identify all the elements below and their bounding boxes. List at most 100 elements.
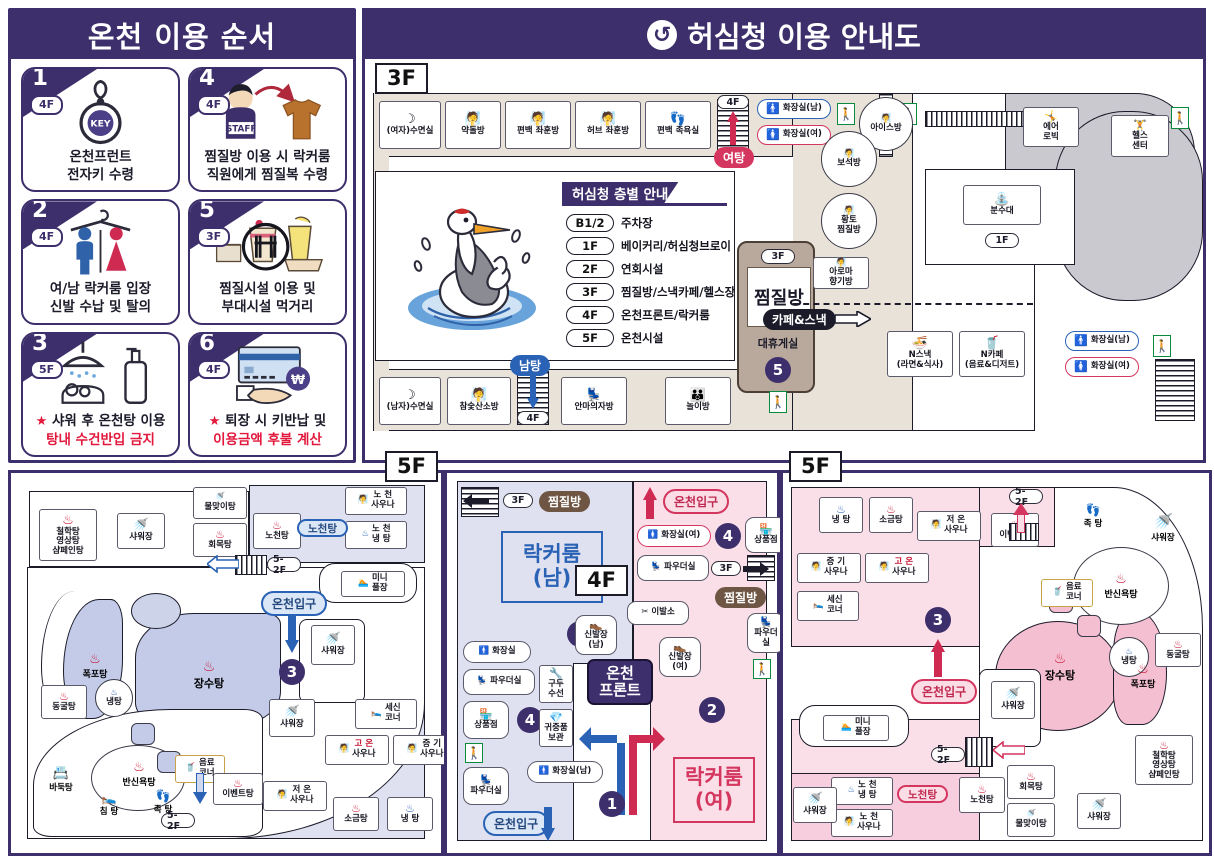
room-tile-herb-jwahun[interactable]: 🧖 허브 좌훈방 xyxy=(575,101,641,149)
room-high-temp-sauna-left[interactable]: 🧖 고 온 사우나 xyxy=(325,735,389,765)
4f-shoe-repair[interactable]: 🔧 구두 수선 xyxy=(539,665,573,703)
step-card-4[interactable]: 4 4F STAFF 찜질방 xyxy=(188,67,347,193)
bath-jangsu-right[interactable]: ♨ 장수탕 xyxy=(1031,651,1089,683)
toilet-male-top[interactable]: 🚹 화장실(남) xyxy=(757,99,831,119)
room-tile-sleep-male[interactable]: ☽ (남자)수면실 xyxy=(379,377,441,425)
4f-powder-female-a[interactable]: 💺 파우더실 xyxy=(637,555,709,581)
floor-plan-right-5f: 5F ♨ 냉 탕 ♨ 소금탕 🧖 저 온 사우나 🧖 증 기 사우나 🧖 xyxy=(780,451,1212,856)
room-low-temp-sauna-left[interactable]: 🧖 저 온 사우나 xyxy=(263,781,327,811)
toilet-female-top[interactable]: 🚺 화장실(여) xyxy=(757,125,831,145)
toilet-female-right[interactable]: 🚺 화장실(여) xyxy=(1065,357,1139,377)
4f-toilet-male-b[interactable]: 🚹 화장실(남) xyxy=(527,761,603,783)
room-shower-b-left[interactable]: 🚿 샤워장 xyxy=(269,699,315,737)
room-label: 샤워장 xyxy=(280,719,304,730)
room-shower-c-left[interactable]: 🚿 샤워장 xyxy=(311,625,355,665)
room-roten-cold-bath-right[interactable]: ♨ 노 천 냉 탕 xyxy=(831,777,893,805)
shop-n-snack[interactable]: 🍜 N스낵 (라면&식사) xyxy=(887,331,953,377)
shop-label-line1: N카페 xyxy=(980,350,1004,361)
room-ocher-jjim[interactable]: 🧖 황토 찜질방 xyxy=(821,193,877,249)
room-tile-sleep-female[interactable]: ☽ (여자)수면실 xyxy=(379,101,441,149)
bath-lying-left[interactable]: 🛌 침 탕 xyxy=(89,789,129,819)
bath-jangsu-left[interactable]: ♨ 장수탕 xyxy=(181,659,237,691)
bath-philosophy-video-champagne-right[interactable]: ♨ 철학탕 영상탕 샴페인탕 xyxy=(1135,735,1193,785)
4f-powder-female-b[interactable]: 💺 파우더실 xyxy=(747,613,785,653)
room-roten-sauna[interactable]: 🧖 노 천 사우나 xyxy=(345,487,407,515)
step-caption-line1: 샤워 후 온천탕 이용 xyxy=(51,413,166,430)
bath-salt-right[interactable]: ♨ 소금탕 xyxy=(869,497,913,533)
bath-salt-left[interactable]: ♨ 소금탕 xyxy=(333,797,379,831)
room-tile-massage-chair[interactable]: 💺 안마의자방 xyxy=(561,377,627,425)
bath-banshin-left[interactable]: ♨ 반신욕탕 xyxy=(111,759,167,789)
room-aerobic[interactable]: 🤸 에어 로빅 xyxy=(1023,107,1079,147)
bath-waterfall-left[interactable]: ♨ 폭포탕 xyxy=(71,651,119,681)
bath-waterfall-tile-right[interactable]: 🚿 물맞이탕 xyxy=(1007,803,1055,837)
shop-n-cafe[interactable]: 🥤 N카페 (음료&디저트) xyxy=(959,331,1025,377)
bath-cave-left[interactable]: ♨ 동굴탕 xyxy=(41,685,87,719)
room-shower-d-right[interactable]: 🚿 샤워장 xyxy=(793,787,837,823)
room-shower-c-right[interactable]: 🚿 샤워장 xyxy=(1077,793,1121,829)
bath-hoemok-right[interactable]: ♨ 회목탕 xyxy=(1007,765,1055,799)
room-scrub-corner-right[interactable]: 🛌 세신 코너 xyxy=(797,591,859,621)
bath-cold-b-left[interactable]: ♨ 냉 탕 xyxy=(387,797,433,831)
4f-toilet-male-a[interactable]: 🚹 화장실 xyxy=(463,641,531,663)
4f-toilet-female[interactable]: 🚺 화장실(여) xyxy=(637,525,711,547)
4f-shop-male[interactable]: 🏪 상품점 xyxy=(463,701,509,739)
room-low-temp-sauna-right[interactable]: 🧖 저 온 사우나 xyxy=(917,511,981,541)
locker-room-female[interactable]: 락커룸 (여) xyxy=(673,757,755,823)
bath-philosophy-video-champagne[interactable]: ♨ 철학탕 영상탕 샴페인탕 xyxy=(39,509,97,561)
room-shower-a[interactable]: 🚿 샤워장 xyxy=(117,513,165,549)
room-high-temp-sauna-right[interactable]: 🧖 고 온 사우나 xyxy=(865,553,929,583)
4f-barber[interactable]: ✂ 이발소 xyxy=(627,601,689,625)
toilet-male-right[interactable]: 🚹 화장실(남) xyxy=(1065,331,1139,351)
room-waterfall-bath[interactable]: 🚿 물맞이탕 xyxy=(193,487,247,519)
room-jewel[interactable]: 🧖 보석방 xyxy=(821,131,877,187)
bath-rotenburo-right[interactable]: ♨ 노천탕 xyxy=(959,777,1005,813)
room-tile-charcoal-oxygen[interactable]: 🧖 참숯산소방 xyxy=(447,377,511,425)
room-roten-cold-bath[interactable]: ♨ 노 천 냉 탕 xyxy=(345,521,407,549)
cold-bath-icon: ♨ xyxy=(836,503,846,517)
step-card-6[interactable]: 6 4F ₩ ★ xyxy=(188,331,347,457)
4f-stair-chip-female: 3F xyxy=(711,561,741,576)
step-card-5[interactable]: 5 3F xyxy=(188,199,347,325)
bath-go-board-left[interactable]: 📇 바둑탕 xyxy=(41,763,81,795)
room-scrub-corner-left[interactable]: 🛌 세신 코너 xyxy=(355,699,417,729)
room-rotenburo[interactable]: ♨ 노천탕 xyxy=(253,513,301,549)
drink-corner-right[interactable]: 🥤 음료 코너 xyxy=(1041,579,1093,607)
bath-event-left[interactable]: ♨ 이벤트탕 xyxy=(213,773,263,805)
4f-powder-male-b[interactable]: 💺 파우더실 xyxy=(463,767,509,805)
4f-powder-male-a[interactable]: 💺 파우더실 xyxy=(463,669,535,695)
bath-footbath-right[interactable]: 👣 족 탕 xyxy=(1073,501,1113,531)
4f-valuables[interactable]: 💎 귀중품 보관 xyxy=(539,709,573,747)
bath-cold-right[interactable]: ♨ 냉 탕 xyxy=(819,497,863,533)
step-card-2[interactable]: 2 4F 여/남 락커룸 입장 신발 수납 및 탈의 xyxy=(21,199,180,325)
bath-cold-left[interactable]: ♨ 냉탕 xyxy=(95,679,133,717)
left5f-entry-arrow-icon xyxy=(205,554,240,574)
room-fountain[interactable]: ⛲ 분수대 xyxy=(963,185,1041,225)
room-shower-b-right[interactable]: 🚿 샤워장 xyxy=(991,681,1035,719)
room-tile-pyeonbaek-jwahun[interactable]: 🧖 편백 좌훈방 xyxy=(505,101,571,149)
room-roten-sauna-right[interactable]: 🧖 노 천 사우나 xyxy=(831,809,893,837)
room-mini-pool-right[interactable]: 🏊 미니 풀장 xyxy=(823,715,889,741)
room-tile-yakdol[interactable]: 🧖 약돌방 xyxy=(445,101,501,149)
step-floor-4: 4F xyxy=(197,95,231,115)
room-aroma[interactable]: 🧖 아로마 향기방 xyxy=(813,257,869,289)
bath-cave-right[interactable]: ♨ 동굴탕 xyxy=(1155,633,1201,667)
4f-shoe-locker-female[interactable]: 👞 신발장 (여) xyxy=(659,637,701,677)
bath-banshin-right[interactable]: ♨ 반신욕탕 xyxy=(1093,571,1149,601)
room-mini-pool-left[interactable]: 🏊 미니 풀장 xyxy=(341,571,405,597)
footbath-icon: 👣 xyxy=(155,789,171,803)
room-tile-playroom[interactable]: 👪 놀이방 xyxy=(665,377,731,425)
bath-waterfall-right[interactable]: ♨ 폭포탕 xyxy=(1119,661,1167,691)
step-card-3[interactable]: 3 5F xyxy=(21,331,180,457)
front-desk[interactable]: 온천 프론트 xyxy=(587,659,653,705)
bath-footbath-left[interactable]: 👣 족 탕 xyxy=(143,787,183,817)
room-tile-pyeonbaek-footbath[interactable]: 👣 편백 족욕실 xyxy=(645,101,711,149)
bath-cold-b-right[interactable]: ♨ 냉탕 xyxy=(1109,637,1149,677)
room-shower-a-right[interactable]: 🚿 샤워장 xyxy=(1141,511,1185,543)
4f-shoe-locker-male[interactable]: 👞 신발장 (남) xyxy=(575,615,617,655)
room-health-center[interactable]: 🏋 헬스 센터 xyxy=(1111,115,1169,157)
room-hoemok-bath[interactable]: ♨ 회목탕 xyxy=(193,523,247,557)
step-card-1[interactable]: 1 4F KEY 온천프런트 전자키 수령 xyxy=(21,67,180,193)
room-ice-room[interactable]: 🧖 아이스방 xyxy=(859,97,913,151)
room-steam-sauna-right[interactable]: 🧖 증 기 사우나 xyxy=(797,553,861,583)
